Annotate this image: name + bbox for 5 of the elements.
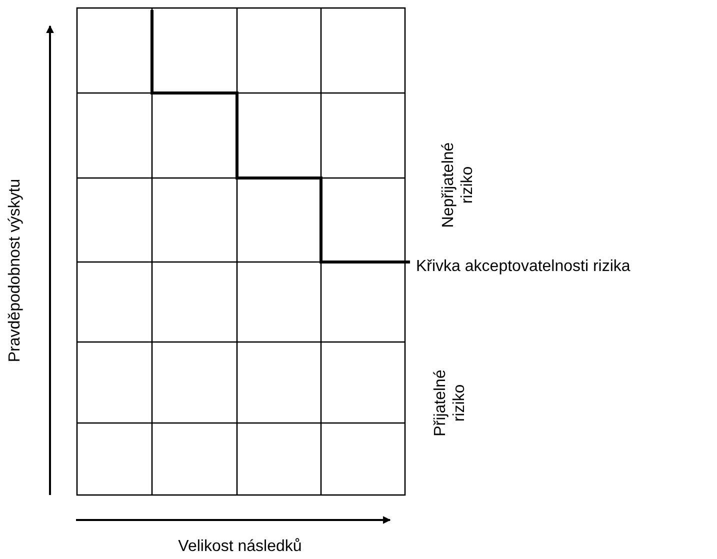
axis-label: Pravděpodobnost výskytu (6, 178, 24, 364)
region-label: Nepřijatelné riziko (439, 141, 477, 230)
axis-label: Velikost následků (177, 537, 303, 556)
curve-label: Křivka akceptovatelnosti rizika (416, 257, 630, 276)
region-label: Přijatelné riziko (431, 368, 469, 438)
